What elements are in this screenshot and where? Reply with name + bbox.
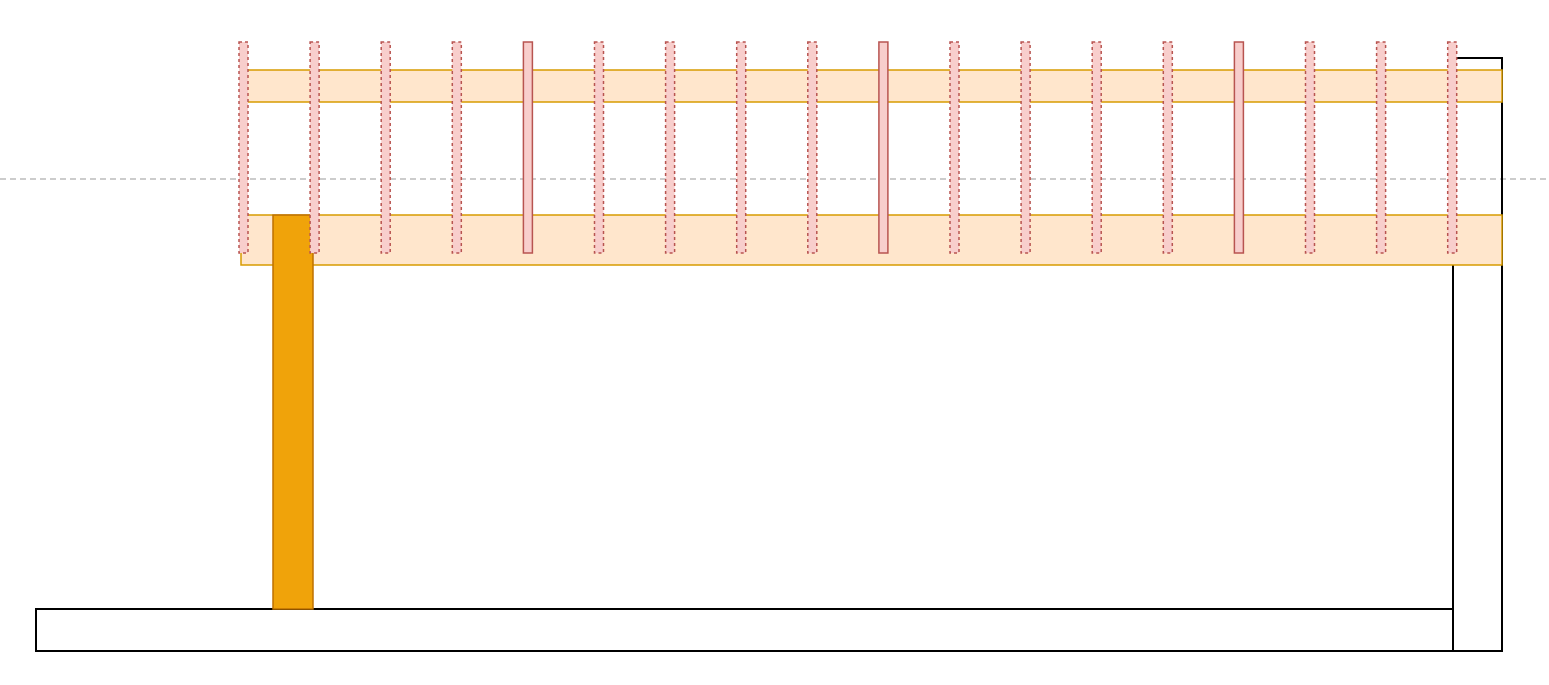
support-post — [272, 214, 314, 610]
lower-beam — [240, 214, 1503, 266]
rod-11-dashed — [949, 41, 960, 254]
rod-7-dashed — [664, 41, 676, 254]
base-frame — [35, 608, 1454, 652]
rod-13-dashed — [1091, 41, 1102, 254]
rod-8-dashed — [735, 41, 747, 254]
rod-4-dashed — [451, 41, 463, 254]
rod-14-dashed — [1162, 41, 1174, 254]
right-frame-column — [1452, 57, 1503, 652]
rod-17-dashed — [1375, 41, 1387, 254]
rod-10-solid — [878, 41, 889, 254]
rod-5-solid — [522, 41, 534, 254]
rod-16-dashed — [1304, 41, 1316, 254]
rod-12-dashed — [1020, 41, 1031, 254]
rod-1-dashed — [238, 41, 249, 254]
rod-2-dashed — [309, 41, 320, 254]
rod-group — [238, 41, 1458, 254]
rod-3-dashed — [380, 41, 391, 254]
rod-15-solid — [1233, 41, 1245, 254]
rod-6-dashed — [593, 41, 605, 254]
rod-18-dashed — [1446, 41, 1458, 254]
rod-9-dashed — [807, 41, 818, 254]
